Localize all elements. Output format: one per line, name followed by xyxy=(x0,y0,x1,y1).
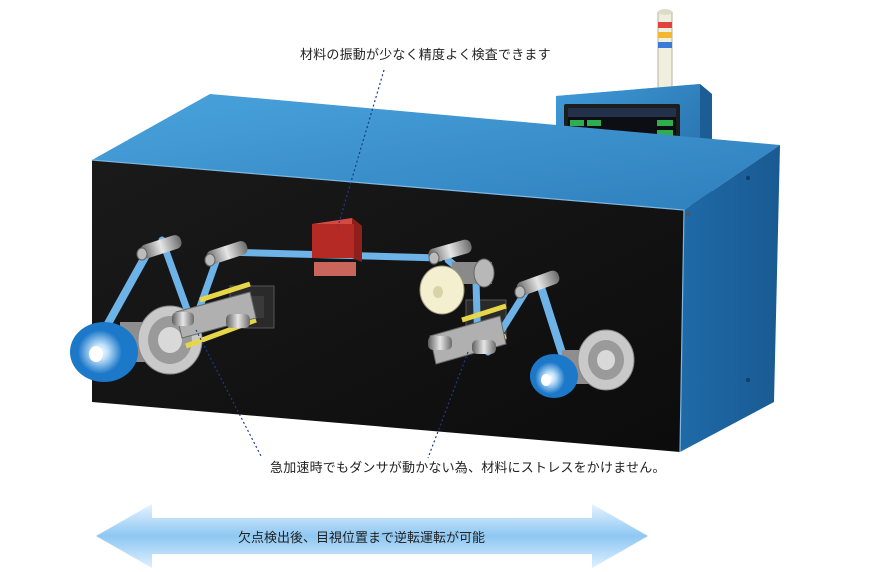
callout-vibration: 材料の振動が少なく精度よく検査できます xyxy=(300,44,551,63)
callout-dancer: 急加速時でもダンサが動かない為、材料にストレスをかけません。 xyxy=(270,457,666,476)
arrow-label-reverse: 欠点検出後、目視位置まで逆転運転が可能 xyxy=(238,527,485,546)
inspection-sensor xyxy=(312,218,362,276)
